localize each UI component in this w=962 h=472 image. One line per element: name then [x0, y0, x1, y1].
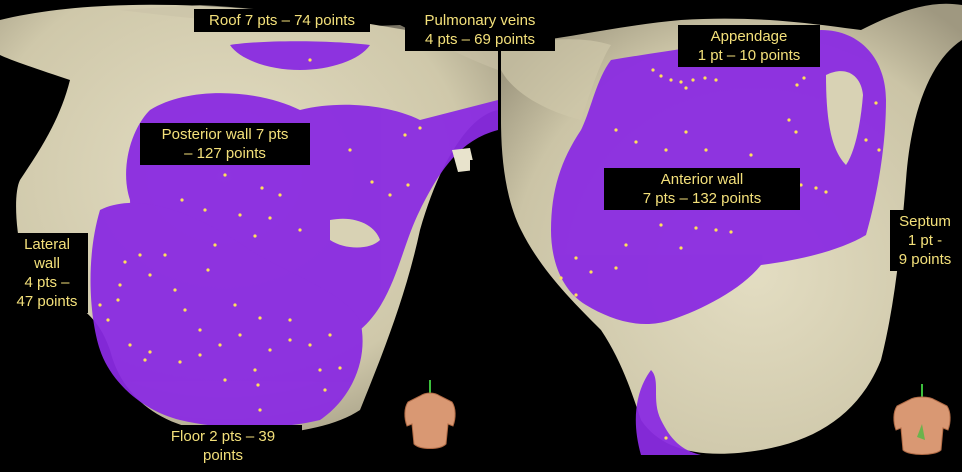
torso-front-icon [889, 382, 959, 470]
label-floor-line1: Floor 2 pts – 39 [148, 427, 298, 446]
label-appendage: Appendage 1 pt – 10 points [678, 25, 820, 67]
label-lateral-wall-line4: 47 points [10, 292, 84, 311]
label-floor-line2: points [148, 446, 298, 465]
label-appendage-line2: 1 pt – 10 points [682, 46, 816, 65]
label-floor: Floor 2 pts – 39 points [144, 425, 302, 467]
label-lateral-wall-line1: Lateral [10, 235, 84, 254]
label-posterior-wall-line1: Posterior wall 7 pts [144, 125, 306, 144]
label-septum-line3: 9 points [894, 250, 956, 269]
label-septum: Septum 1 pt - 9 points [890, 210, 960, 271]
label-septum-line1: Septum [894, 212, 956, 231]
label-lateral-wall-line2: wall [10, 254, 84, 273]
label-lateral-wall: Lateral wall 4 pts – 47 points [6, 233, 88, 313]
label-appendage-line1: Appendage [682, 27, 816, 46]
label-roof-line: Roof 7 pts – 74 points [198, 11, 366, 30]
torso-back-icon [398, 378, 492, 472]
label-roof: Roof 7 pts – 74 points [194, 9, 370, 32]
label-pulmonary-veins-line1: Pulmonary veins [409, 11, 551, 30]
label-lateral-wall-line3: 4 pts – [10, 273, 84, 292]
label-anterior-wall-line1: Anterior wall [608, 170, 796, 189]
label-septum-line2: 1 pt - [894, 231, 956, 250]
label-pulmonary-veins: Pulmonary veins 4 pts – 69 points [405, 9, 555, 51]
label-anterior-wall: Anterior wall 7 pts – 132 points [604, 168, 800, 210]
label-posterior-wall: Posterior wall 7 pts – 127 points [140, 123, 310, 165]
label-anterior-wall-line2: 7 pts – 132 points [608, 189, 796, 208]
label-posterior-wall-line2: – 127 points [144, 144, 306, 163]
label-pulmonary-veins-line2: 4 pts – 69 points [409, 30, 551, 49]
panel-divider [498, 0, 501, 472]
